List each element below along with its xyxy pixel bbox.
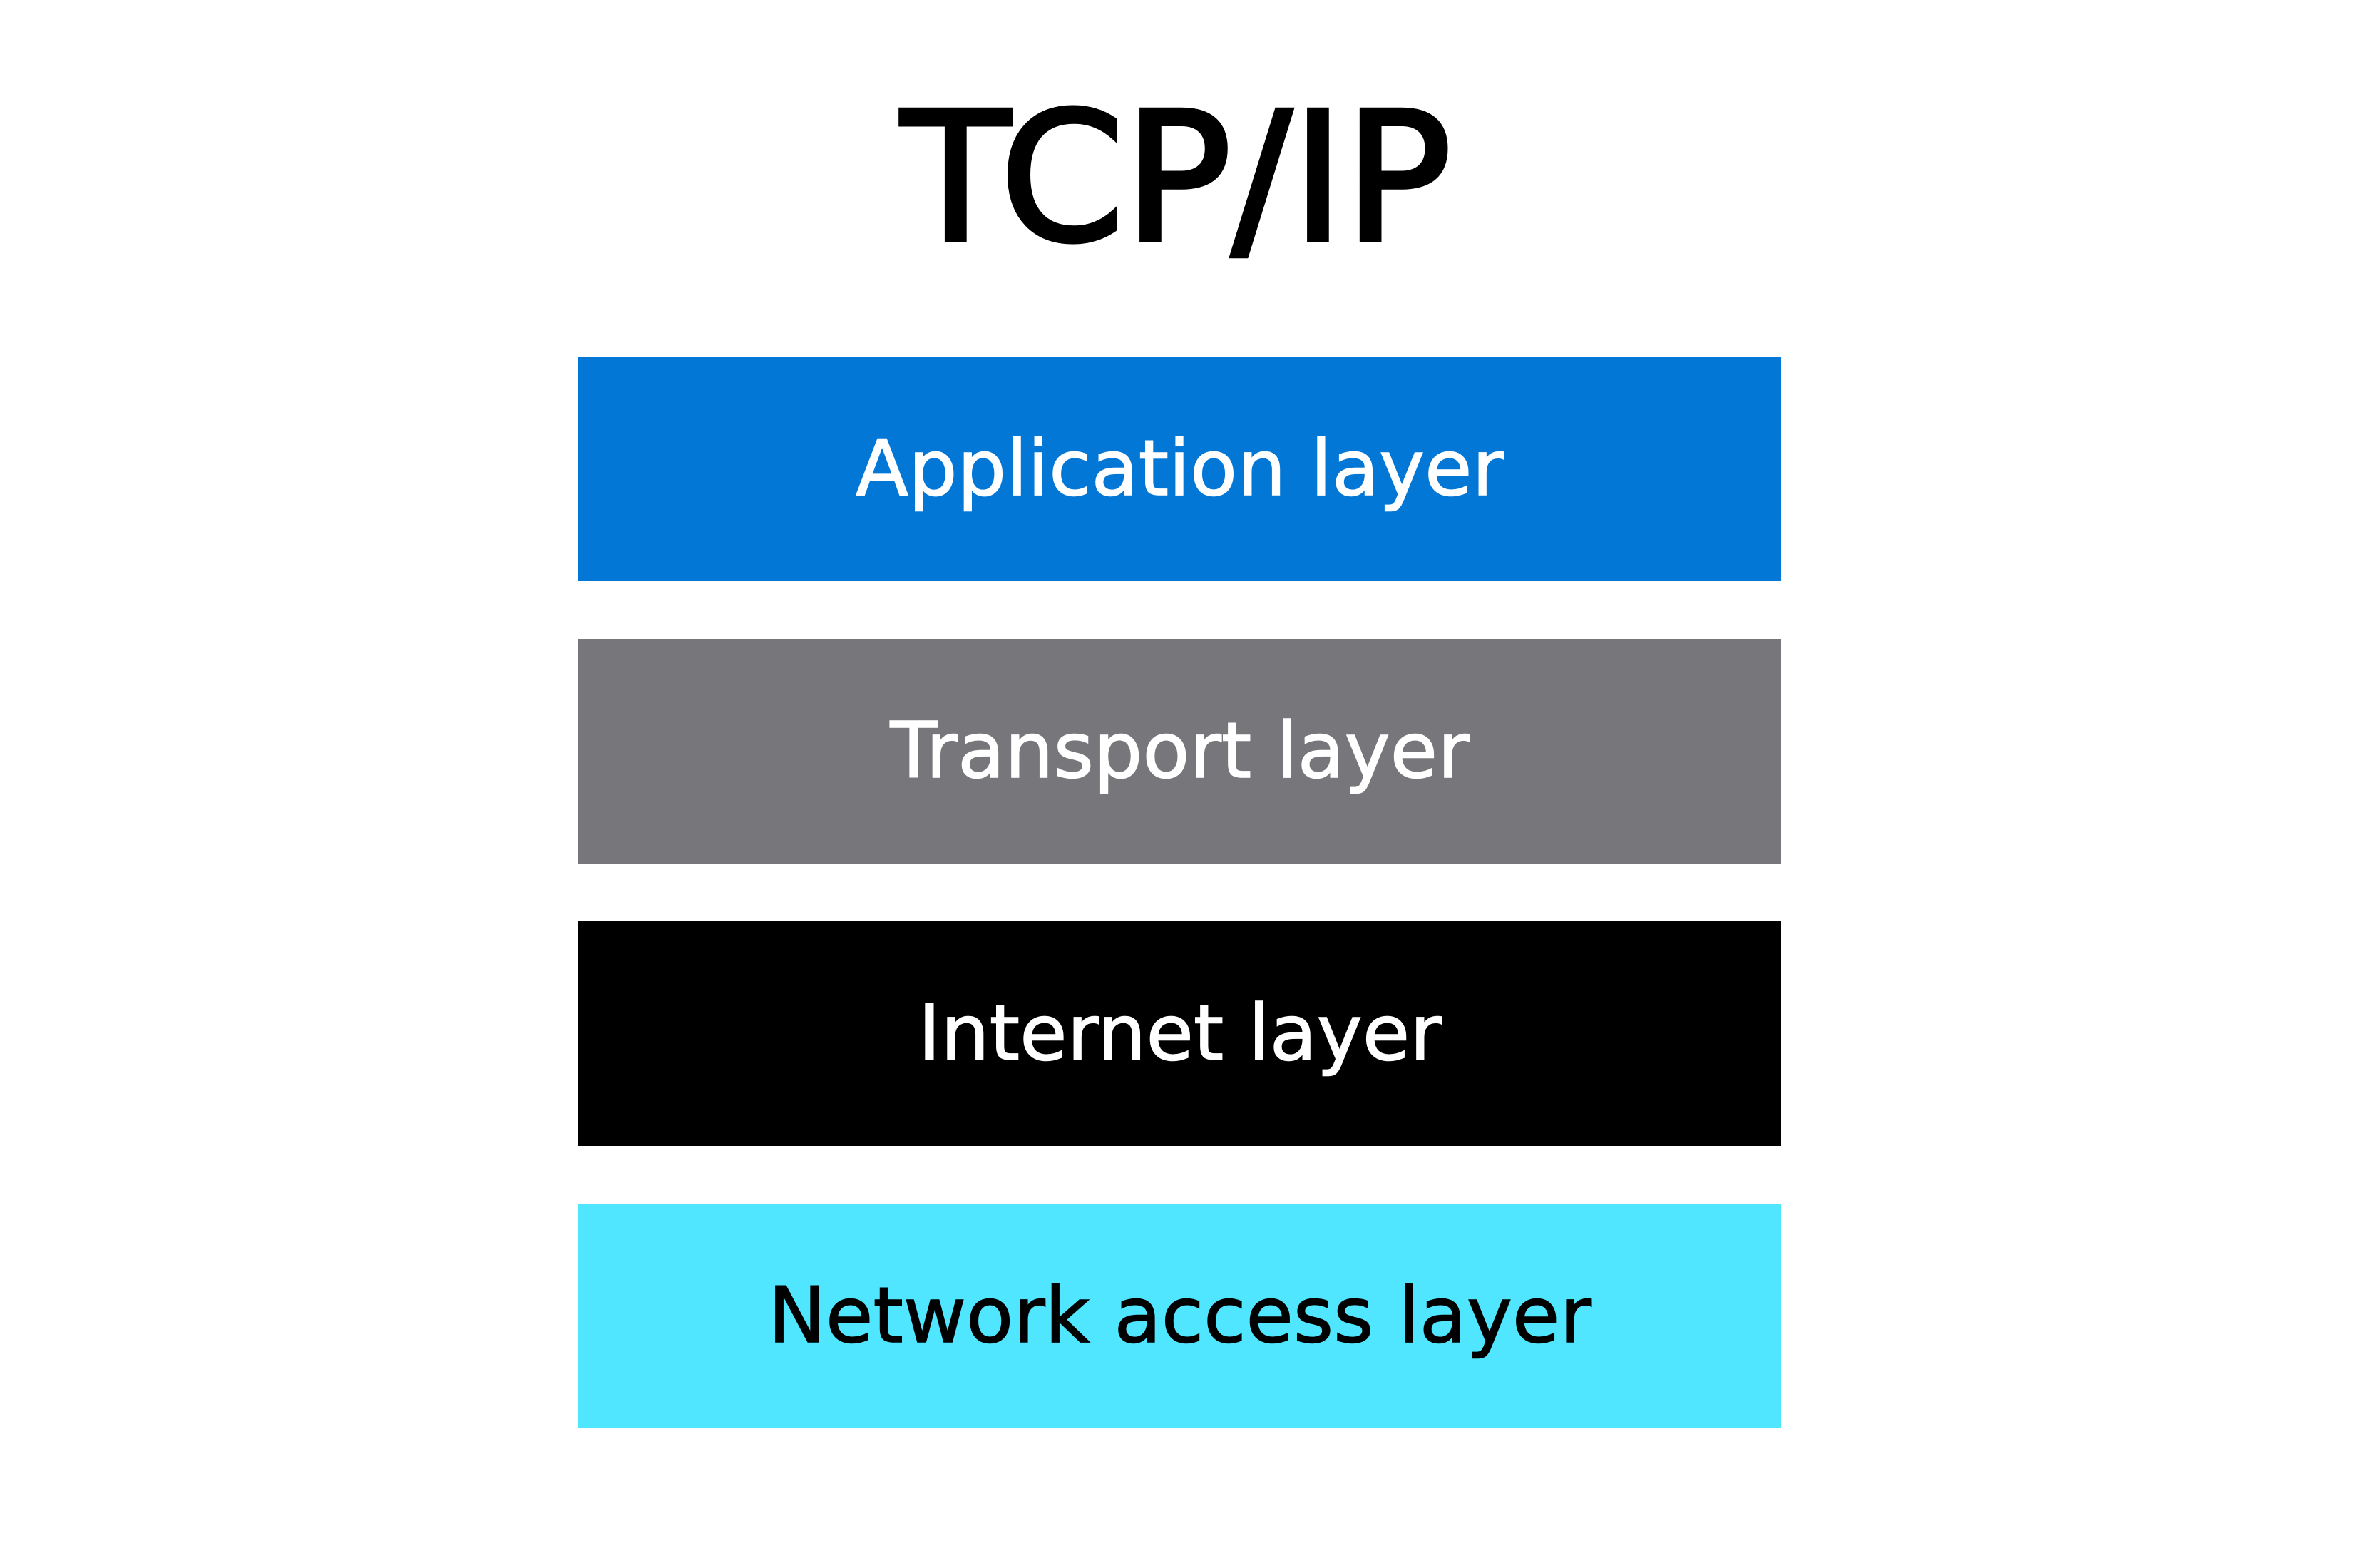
transport-layer-block: Transport layer (578, 639, 1781, 864)
network-access-layer-label: Network access layer (768, 1271, 1592, 1361)
transport-layer-label: Transport layer (890, 706, 1470, 796)
application-layer-block: Application layer (578, 357, 1781, 581)
application-layer-label: Application layer (855, 424, 1504, 514)
diagram-title: TCP/IP (899, 74, 1454, 282)
layer-stack: Application layer Transport layer Intern… (578, 357, 1781, 1428)
internet-layer-block: Internet layer (578, 921, 1781, 1146)
network-access-layer-block: Network access layer (578, 1204, 1781, 1428)
internet-layer-label: Internet layer (918, 988, 1442, 1079)
